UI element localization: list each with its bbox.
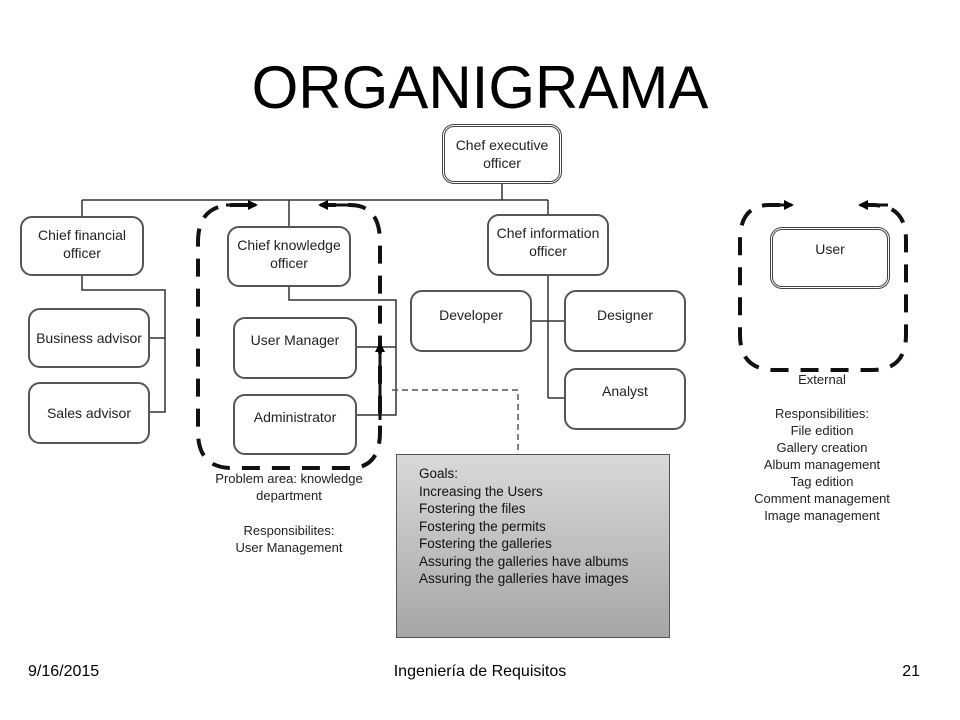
- node-user: User: [770, 227, 890, 289]
- node-sales-advisor-label: Sales advisor: [46, 405, 132, 421]
- node-user-manager: User Manager: [233, 317, 357, 379]
- dashed-link-to-goals: [392, 389, 519, 454]
- node-cio-label: Chef information officer: [496, 225, 600, 259]
- node-cfo-label: Chief financial officer: [38, 227, 126, 261]
- goal-item: Fostering the permits: [419, 518, 546, 534]
- problem-area-responsibilities-title: Responsibilites:: [243, 523, 335, 538]
- node-analyst-label: Analyst: [602, 383, 648, 399]
- goals-box: Goals: Increasing the Users Fostering th…: [396, 454, 670, 638]
- goal-item: Increasing the Users: [419, 483, 543, 499]
- node-business-advisor: Business advisor: [28, 308, 150, 368]
- node-cio: Chef information officer: [487, 214, 609, 276]
- node-developer-label: Developer: [439, 307, 503, 323]
- node-developer: Developer: [410, 290, 532, 352]
- footer-course: Ingeniería de Requisitos: [393, 663, 567, 680]
- connector-cfo-advisors: [81, 276, 166, 413]
- node-administrator-label: Administrator: [253, 409, 337, 425]
- external-responsibilities-title: Responsibilities:: [775, 406, 869, 421]
- node-business-advisor-label: Business advisor: [36, 330, 142, 346]
- node-cko: Chief knowledge officer: [227, 226, 351, 287]
- problem-area-responsibilities: Responsibilites: User Management: [196, 522, 382, 556]
- goal-item: Fostering the galleries: [419, 536, 552, 551]
- external-responsibility-item: Image management: [764, 508, 880, 523]
- external-responsibility-item: Gallery creation: [776, 440, 868, 455]
- problem-area-responsibility-item: User Management: [235, 540, 343, 555]
- node-cfo: Chief financial officer: [20, 216, 144, 276]
- node-sales-advisor: Sales advisor: [28, 382, 150, 444]
- problem-area-label: Problem area: knowledge department: [215, 471, 363, 503]
- goal-item: Assuring the galleries have albums: [419, 553, 629, 569]
- external-responsibility-item: File edition: [790, 423, 854, 438]
- footer-date: 9/16/2015: [28, 663, 100, 680]
- node-user-label: User: [815, 241, 845, 257]
- goal-item: Fostering the files: [419, 501, 526, 516]
- external-responsibility-item: Album management: [763, 457, 881, 472]
- node-designer-label: Designer: [596, 307, 654, 323]
- footer-page-number: 21: [902, 663, 920, 680]
- goals-title: Goals:: [419, 466, 459, 481]
- node-designer: Designer: [564, 290, 686, 352]
- connector-cko-managers: [288, 287, 397, 416]
- external-responsibility-item: Comment management: [754, 491, 890, 506]
- problem-area-boundary: [196, 203, 382, 470]
- goal-item: Assuring the galleries have images: [419, 571, 629, 586]
- node-administrator: Administrator: [233, 394, 357, 455]
- external-label: External: [798, 372, 846, 387]
- node-cko-label: Chief knowledge officer: [237, 237, 341, 271]
- node-ceo-label: Chef executive officer: [455, 137, 549, 171]
- node-analyst: Analyst: [564, 368, 686, 430]
- slide-title: ORGANIGRAMA: [251, 54, 709, 121]
- external-responsibilities: Responsibilities: File edition Gallery c…: [732, 405, 912, 524]
- external-boundary: [738, 203, 908, 372]
- external-responsibility-item: Tag edition: [790, 474, 854, 489]
- node-user-manager-label: User Manager: [250, 332, 340, 348]
- node-ceo: Chef executive officer: [442, 124, 562, 184]
